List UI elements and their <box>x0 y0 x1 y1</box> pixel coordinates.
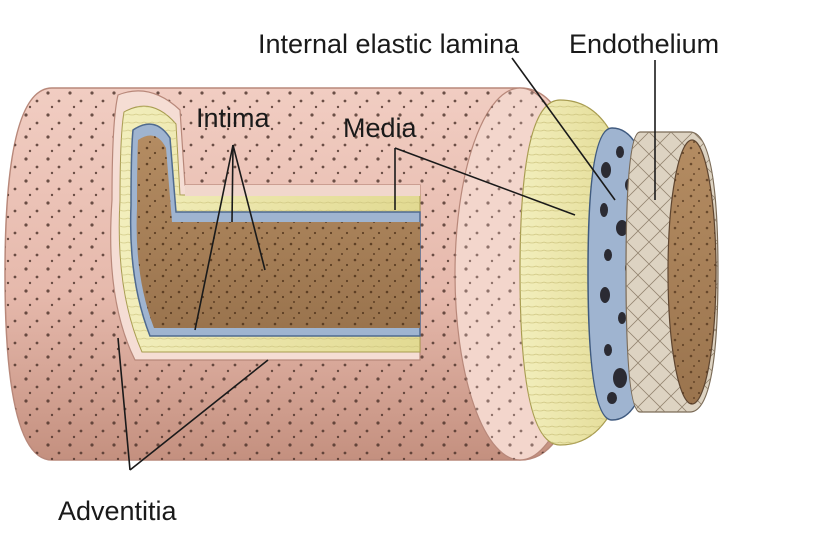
label-media: Media <box>343 113 418 143</box>
endothelium-tube <box>625 131 719 413</box>
label-endothelium: Endothelium <box>569 29 719 59</box>
label-internal-elastic-lamina: Internal elastic lamina <box>258 29 520 59</box>
leader-lines <box>117 57 656 471</box>
label-adventitia: Adventitia <box>58 496 178 526</box>
cutaway-section <box>110 90 421 361</box>
label-intima: Intima <box>196 103 271 133</box>
